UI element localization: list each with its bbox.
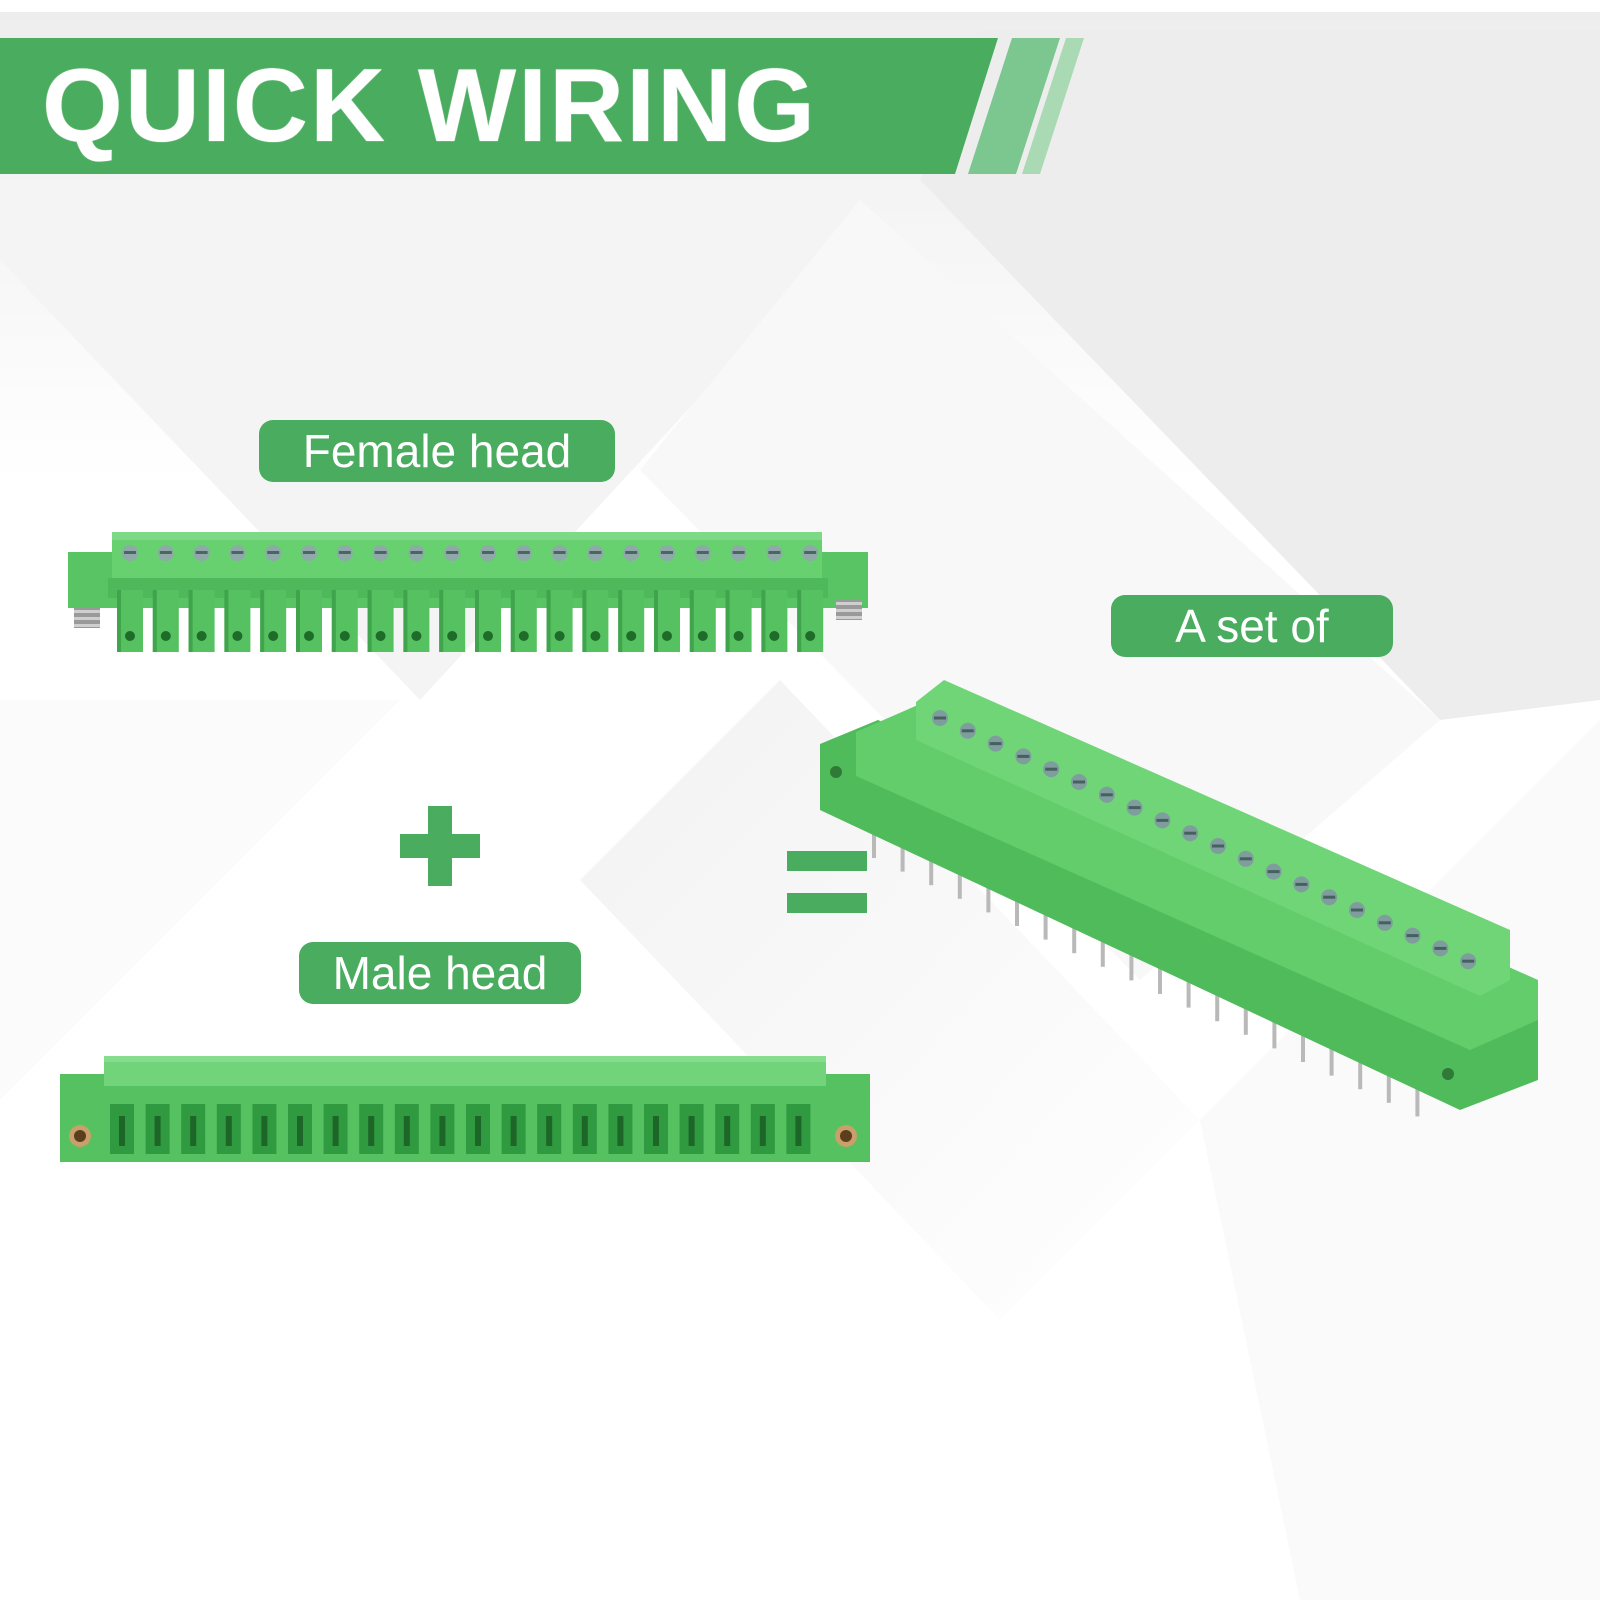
set-label: A set of — [1111, 595, 1393, 657]
female-terminal — [618, 545, 645, 652]
assembled-screw-hole — [1293, 876, 1310, 893]
assembled-screw-hole — [1154, 812, 1171, 829]
assembled-connector-image — [820, 680, 1538, 1117]
female-head-label: Female head — [259, 420, 615, 482]
male-slot — [181, 1104, 206, 1154]
assembled-screw-hole — [1376, 914, 1393, 931]
female-connector-image — [68, 532, 868, 652]
male-slot — [501, 1104, 526, 1154]
plus-icon — [400, 806, 480, 886]
male-slot — [786, 1104, 811, 1154]
assembled-screw-hole — [1349, 902, 1365, 918]
assembled-screw-hole — [1126, 799, 1143, 816]
female-terminal — [367, 545, 394, 652]
female-terminal — [296, 545, 322, 652]
assembled-screw-hole — [1182, 825, 1199, 842]
male-slot — [359, 1104, 384, 1154]
male-slot — [252, 1104, 277, 1154]
assembled-screw-hole — [932, 710, 948, 726]
female-terminal — [117, 545, 143, 652]
female-terminal — [546, 545, 573, 652]
assembled-screw-hole — [1210, 838, 1226, 854]
assembled-screw-hole — [959, 722, 976, 739]
assembled-screw-hole — [1404, 927, 1421, 944]
male-slot — [572, 1104, 597, 1154]
male-slot — [644, 1104, 668, 1154]
female-terminal — [797, 545, 824, 652]
female-terminal — [475, 545, 501, 652]
female-terminal — [188, 545, 215, 652]
male-slot — [430, 1104, 455, 1154]
female-terminal — [510, 545, 537, 652]
assembled-screw-hole — [1237, 850, 1254, 867]
female-terminal — [403, 545, 430, 652]
male-slot — [715, 1104, 740, 1154]
male-connector-image — [60, 1056, 870, 1162]
title-banner: QUICK WIRING — [0, 38, 1084, 174]
assembled-screw-hole — [1321, 889, 1338, 906]
female-terminal — [725, 545, 752, 652]
assembled-screw-hole — [987, 735, 1004, 752]
male-slot — [110, 1104, 134, 1154]
male-slot — [216, 1104, 241, 1154]
male-slot — [288, 1104, 312, 1154]
female-terminal — [761, 545, 788, 652]
male-head-label: Male head — [299, 942, 581, 1004]
female-terminal — [224, 545, 251, 652]
assembled-screw-hole — [1015, 748, 1032, 765]
assembled-screw-hole — [1460, 953, 1477, 970]
male-slot — [537, 1104, 562, 1154]
male-slot — [466, 1104, 490, 1154]
page-title: QUICK WIRING — [42, 48, 818, 164]
male-slot — [750, 1104, 775, 1154]
male-slot — [323, 1104, 348, 1154]
assembled-screw-hole — [1432, 940, 1449, 957]
male-slot — [394, 1104, 419, 1154]
female-terminal — [260, 545, 287, 652]
banner-shape — [0, 38, 1084, 174]
female-terminal — [331, 545, 358, 652]
female-terminal — [654, 545, 680, 652]
assembled-screw-hole — [1098, 786, 1115, 803]
male-slot — [608, 1104, 633, 1154]
female-terminal — [689, 545, 716, 652]
male-slot — [679, 1104, 704, 1154]
female-terminal — [439, 545, 466, 652]
male-slot — [145, 1104, 170, 1154]
assembled-screw-hole — [1071, 774, 1087, 790]
female-terminal — [582, 545, 609, 652]
equals-icon — [787, 851, 867, 913]
assembled-screw-hole — [1265, 863, 1282, 880]
assembled-screw-hole — [1043, 761, 1060, 778]
female-terminal — [152, 545, 179, 652]
